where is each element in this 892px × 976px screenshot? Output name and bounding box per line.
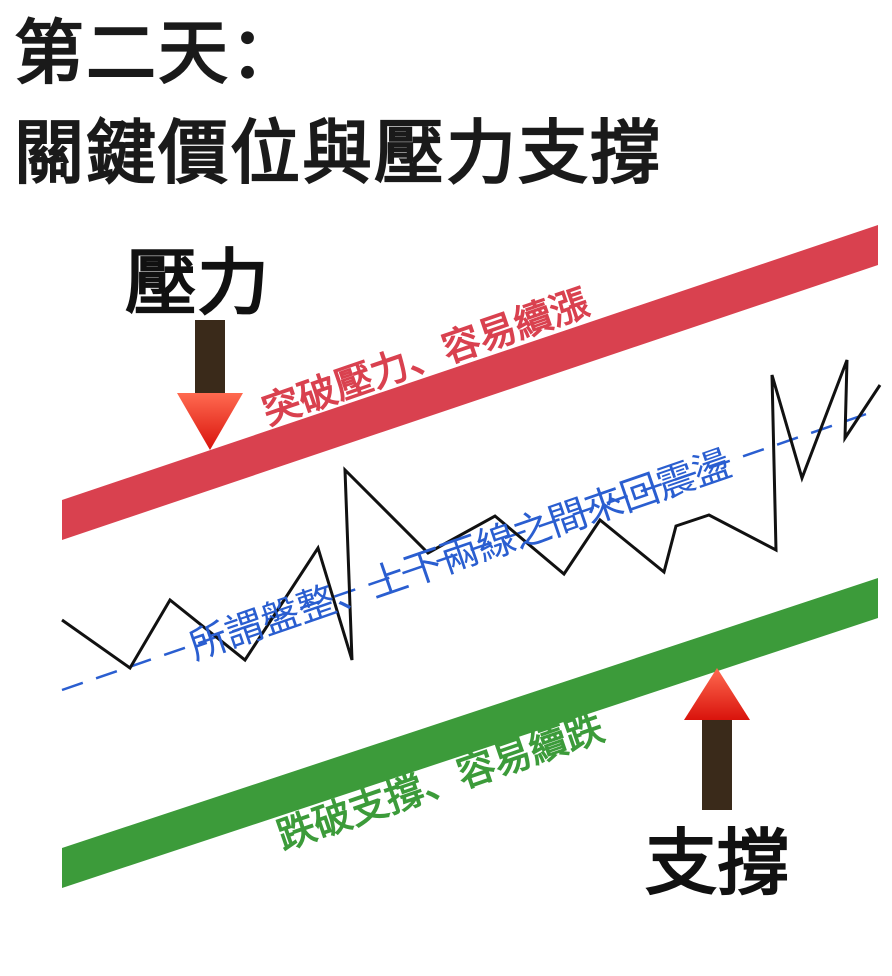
resistance-label: 壓力 — [125, 241, 269, 325]
support-label: 支撐 — [645, 821, 789, 905]
title-line-1: 第二天： — [14, 12, 302, 94]
support-band — [62, 578, 878, 888]
range-note: 所謂盤整、上下兩線之間來回震盪 — [184, 441, 737, 668]
resistance-arrow-shaft — [195, 320, 225, 395]
price-zigzag — [61, 359, 882, 671]
title-line-2: 關鍵價位與壓力支撐 — [14, 112, 662, 194]
up-arrow-icon — [684, 668, 750, 720]
support-arrow-shaft — [702, 720, 732, 810]
down-arrow-icon — [177, 393, 243, 450]
resistance-band — [62, 225, 878, 540]
